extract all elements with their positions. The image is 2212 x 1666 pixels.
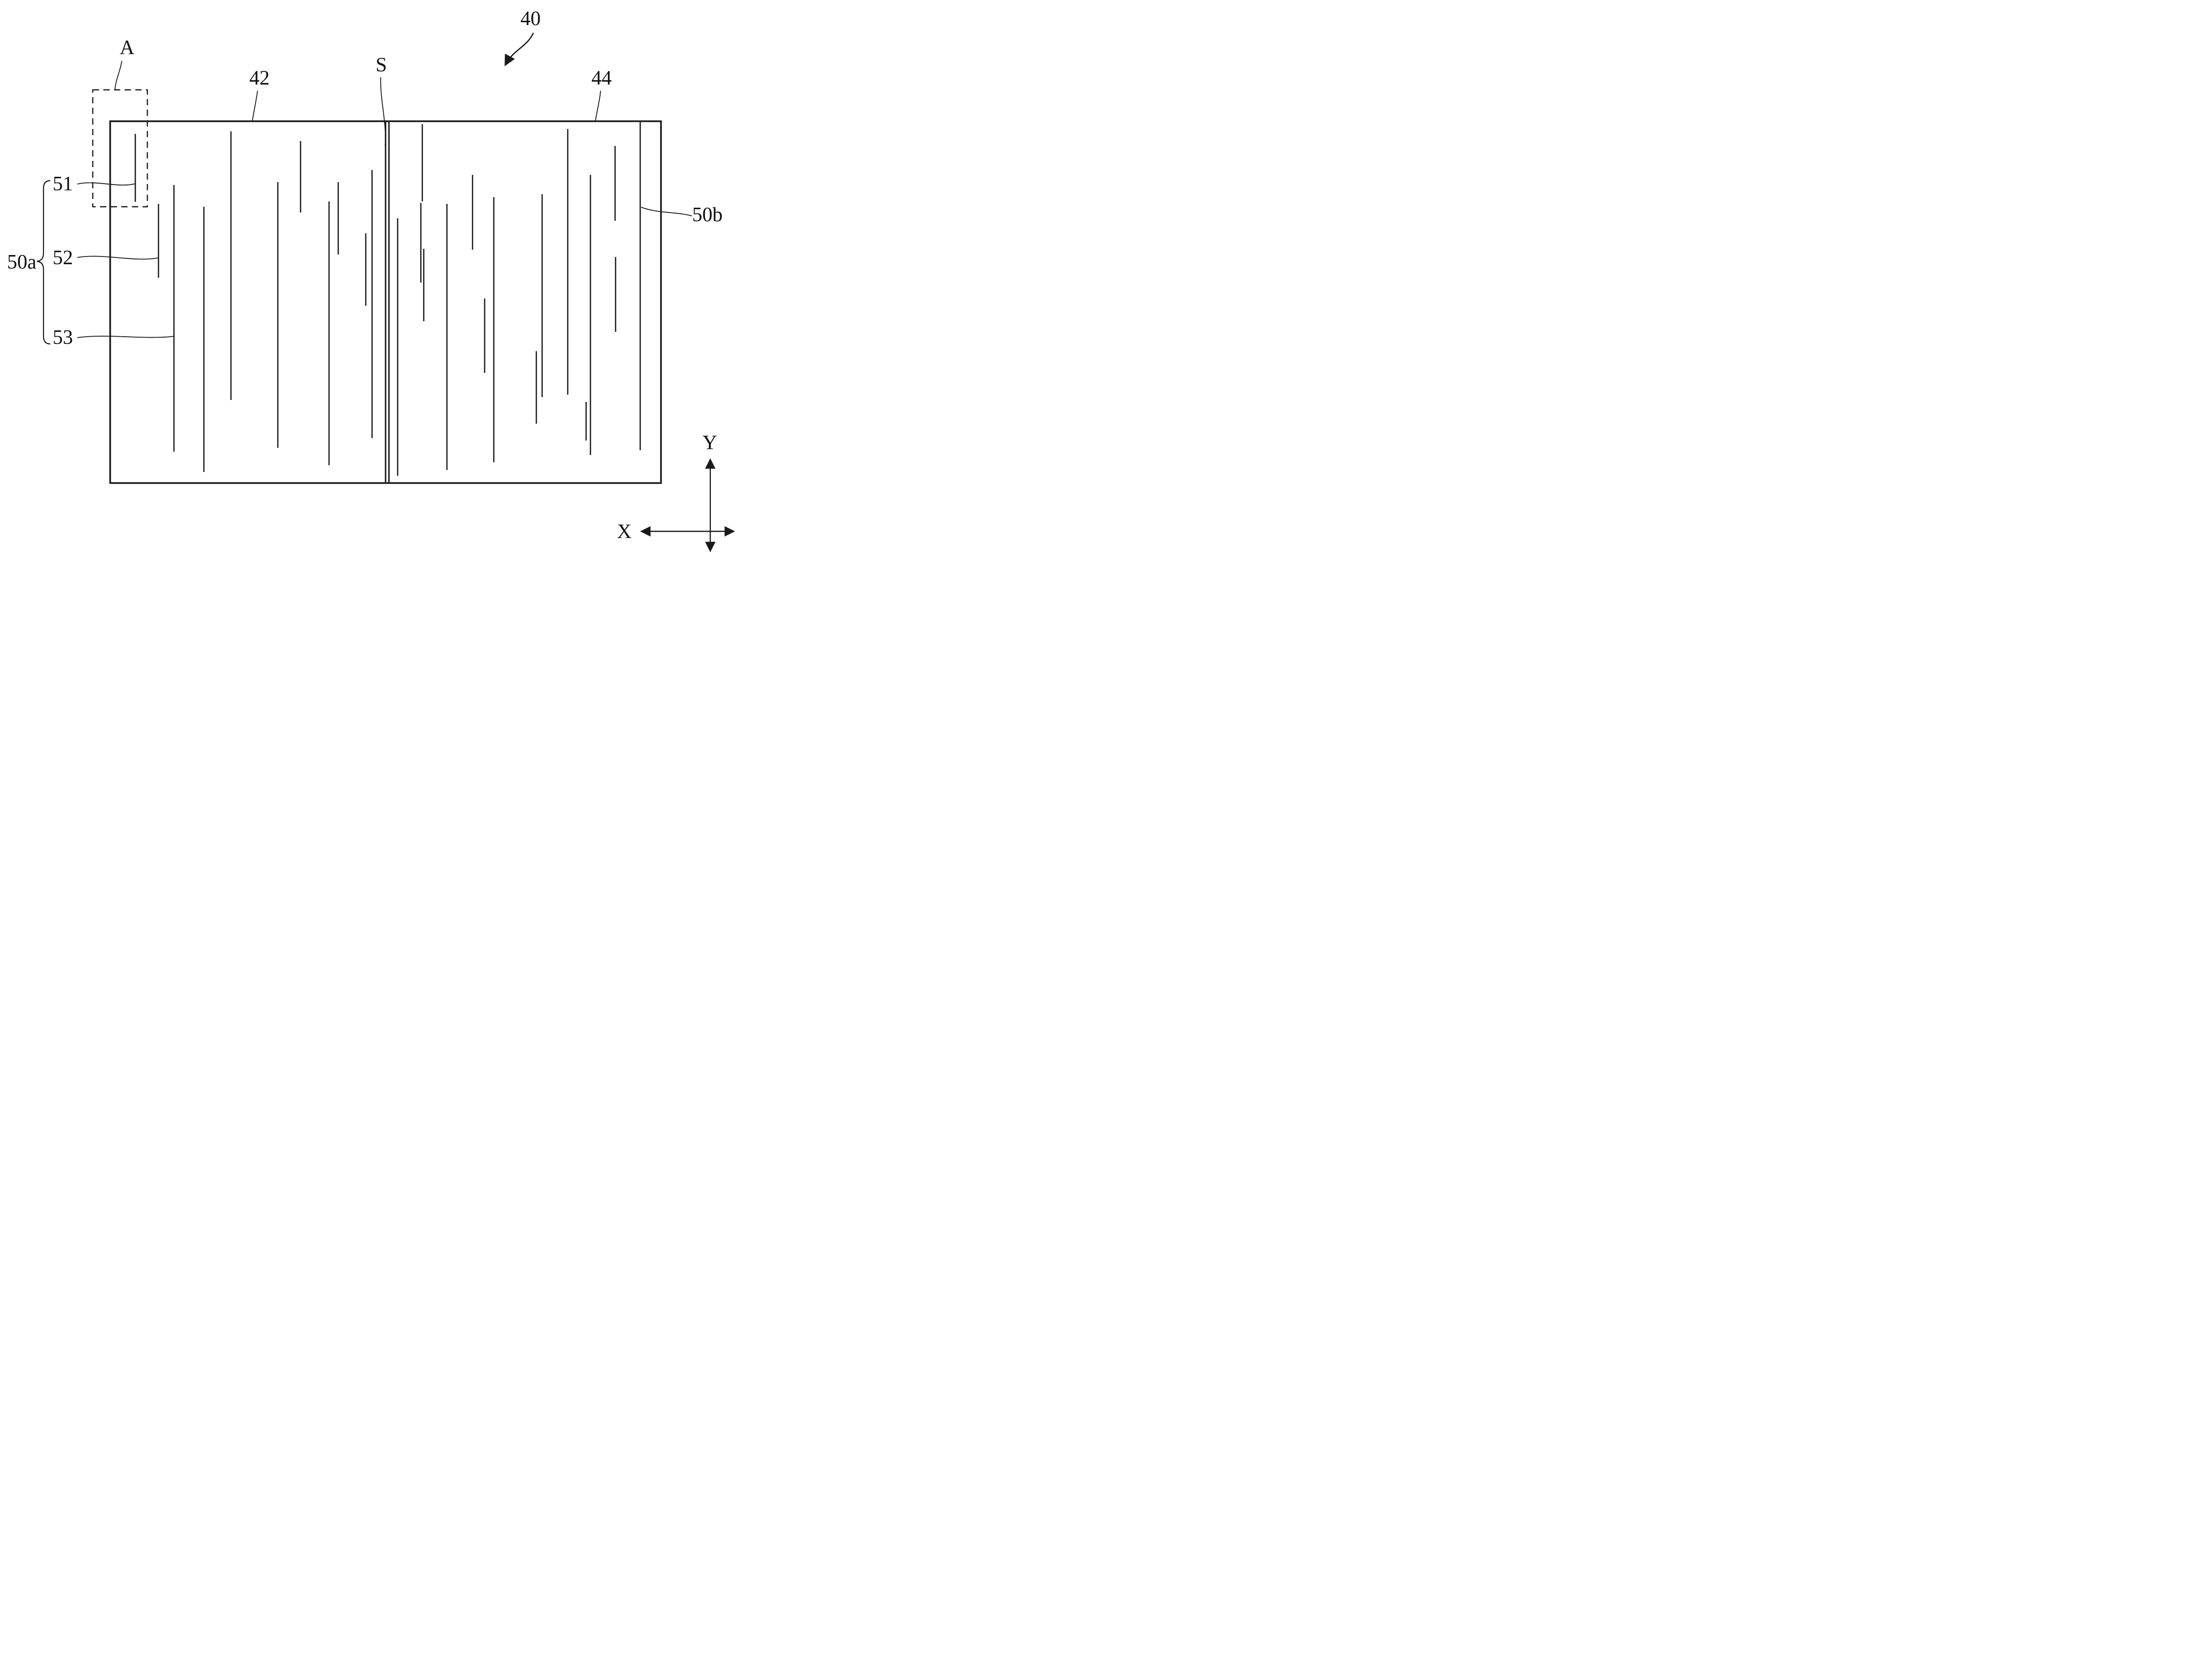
leader-53	[77, 335, 175, 338]
label-40: 40	[520, 8, 541, 30]
label-53: 53	[53, 327, 73, 349]
label-42: 42	[249, 67, 270, 89]
coordinate-axes	[640, 458, 735, 553]
leader-a	[115, 60, 122, 90]
label-44: 44	[591, 67, 612, 89]
label-50a: 50a	[7, 251, 37, 273]
label-a: A	[120, 37, 135, 59]
leader-42	[252, 90, 258, 122]
label-axis-y: Y	[703, 432, 717, 454]
leader-51	[77, 182, 136, 186]
panel-seam	[385, 121, 390, 483]
label-52: 52	[53, 247, 73, 269]
reference-arrow-40	[504, 32, 534, 67]
label-50b: 50b	[692, 204, 723, 226]
figure-canvas: A 42 S 40 44 51 52 53 50a 50b Y X	[7, 8, 735, 553]
label-axis-x: X	[617, 521, 632, 543]
patent-figure-page: A 42 S 40 44 51 52 53 50a 50b Y X	[0, 0, 737, 555]
label-51: 51	[53, 173, 73, 195]
fiber-lines	[134, 122, 641, 476]
leader-52	[77, 256, 158, 260]
leader-44	[595, 90, 601, 122]
group-brace-50a	[36, 180, 51, 345]
detail-region-box	[92, 89, 148, 208]
leader-s	[380, 77, 386, 146]
leader-50b	[641, 207, 692, 216]
label-s: S	[375, 54, 387, 76]
